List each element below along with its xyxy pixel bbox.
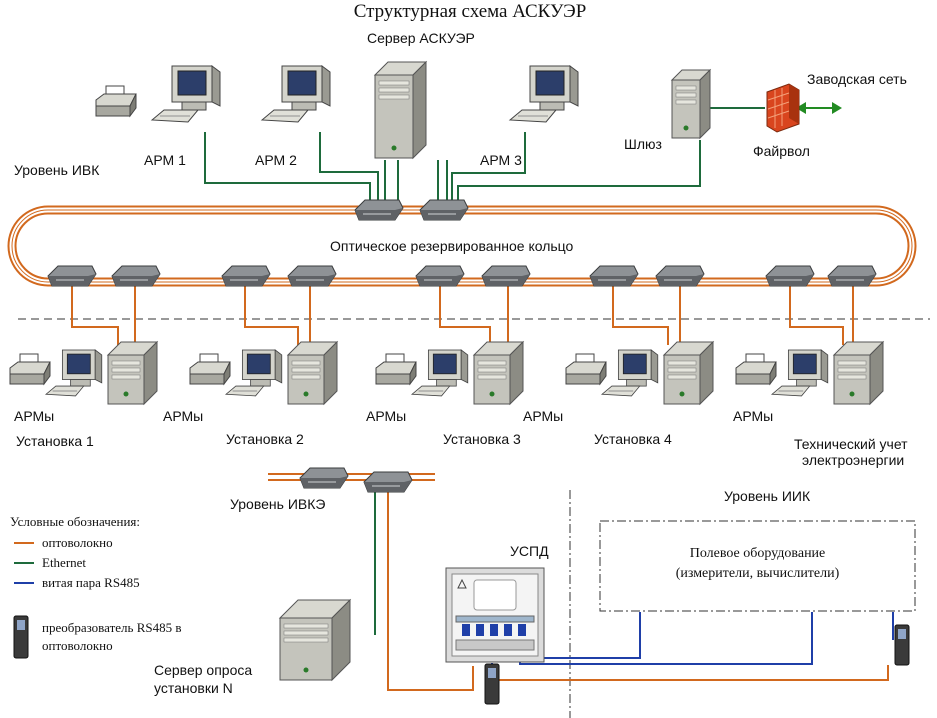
ethernet-lines-ivk xyxy=(204,132,701,200)
field-equipment-line1: Полевое оборудование xyxy=(689,546,826,561)
uspd-converter-icon xyxy=(484,663,500,705)
ring-switch-6 xyxy=(481,265,531,287)
tech-accounting-label-line1: Технический учет xyxy=(794,436,908,452)
ring-switch-3 xyxy=(221,265,271,287)
installation-1-server-icon xyxy=(106,340,159,406)
installation-3-label: Установка 3 xyxy=(443,431,521,447)
installation-1-label: Установка 1 xyxy=(16,433,94,449)
arms-label-3: АРМы xyxy=(366,408,407,424)
ring-label: Оптическое резервированное кольцо xyxy=(330,238,574,254)
ivke-switch-2 xyxy=(363,471,413,493)
switch-server-left xyxy=(354,199,404,221)
field-equipment-line2: (измерители, вычислители) xyxy=(675,566,840,581)
arms-label-5: АРМы xyxy=(733,408,774,424)
ring-switch-10 xyxy=(827,265,877,287)
installation-3-workstation-icon xyxy=(410,349,469,397)
ivke-switch-1 xyxy=(299,467,349,489)
legend-rs485: витая пара RS485 xyxy=(42,575,140,590)
arms-label-4: АРМы xyxy=(523,408,564,424)
arms-label-1: АРМы xyxy=(14,408,55,424)
workstation-arm2-icon xyxy=(260,65,331,123)
installation-3-server-icon xyxy=(472,340,525,406)
ring-switch-8 xyxy=(655,265,705,287)
switches xyxy=(47,199,877,493)
rs485-converter-icon xyxy=(13,615,29,659)
firewall-icon xyxy=(766,83,800,133)
installation-5-workstation-icon xyxy=(770,349,829,397)
field-converter-icon xyxy=(894,624,910,666)
legend-fiber: оптоволокно xyxy=(42,535,113,550)
installation-5-printer-icon xyxy=(735,353,777,386)
legend-converter-line2: оптоволокно xyxy=(42,638,113,653)
ivk-level-label: Уровень ИВК xyxy=(14,162,100,178)
workstation-arm1-icon xyxy=(150,65,221,123)
installation-1-printer-icon xyxy=(9,353,51,386)
fiber-drops xyxy=(71,285,854,345)
poll-server-label-line2: установки N xyxy=(154,680,233,696)
switch-server-right xyxy=(419,199,469,221)
gateway-server-icon xyxy=(670,68,712,140)
workstation-arm3-icon xyxy=(508,65,579,123)
ring-switch-2 xyxy=(111,265,161,287)
plant-network-arrow xyxy=(796,102,842,114)
ring-switch-9 xyxy=(765,265,815,287)
poll-server-label-line1: Сервер опроса xyxy=(154,662,253,678)
installation-5-server-icon xyxy=(832,340,885,406)
server-askuer-icon xyxy=(373,60,428,160)
installation-4-server-icon xyxy=(662,340,715,406)
ring-switch-5 xyxy=(415,265,465,287)
gateway-label: Шлюз xyxy=(624,136,662,152)
installation-2-label: Установка 2 xyxy=(226,431,304,447)
installation-4-workstation-icon xyxy=(600,349,659,397)
installation-1-workstation-icon xyxy=(44,349,103,397)
installation-4-label: Установка 4 xyxy=(594,431,672,447)
arm1-label: АРМ 1 xyxy=(144,152,186,168)
ring-switch-4 xyxy=(287,265,337,287)
arm3-label: АРМ 3 xyxy=(480,152,522,168)
legend-converter-line1: преобразователь RS485 в xyxy=(42,620,182,635)
installation-2-server-icon xyxy=(286,340,339,406)
printer-icon xyxy=(95,85,137,118)
poll-server-icon xyxy=(278,598,352,682)
firewall-label: Файрвол xyxy=(753,143,810,159)
iik-level-label: Уровень ИИК xyxy=(724,488,811,504)
installation-2-workstation-icon xyxy=(224,349,283,397)
arm2-label: АРМ 2 xyxy=(255,152,297,168)
uspd-cabinet-icon xyxy=(445,567,545,663)
ivke-level-label: Уровень ИВКЭ xyxy=(230,496,326,512)
plant-network-label: Заводская сеть xyxy=(807,71,907,87)
installation-2-printer-icon xyxy=(189,353,231,386)
diagram-title: Структурная схема АСКУЭР xyxy=(353,1,587,22)
legend-title: Условные обозначения: xyxy=(10,514,141,529)
ring-switch-7 xyxy=(589,265,639,287)
rs485-lines xyxy=(491,612,894,672)
server-label: Сервер АСКУЭР xyxy=(367,30,475,46)
ring-switch-1 xyxy=(47,265,97,287)
arms-label-2: АРМы xyxy=(163,408,204,424)
installation-4-printer-icon xyxy=(565,353,607,386)
installation-3-printer-icon xyxy=(375,353,417,386)
field-equipment-box xyxy=(599,520,916,612)
legend-ethernet: Ethernet xyxy=(42,555,87,570)
tech-accounting-label-line2: электроэнергии xyxy=(802,452,905,468)
uspd-label: УСПД xyxy=(510,543,549,559)
